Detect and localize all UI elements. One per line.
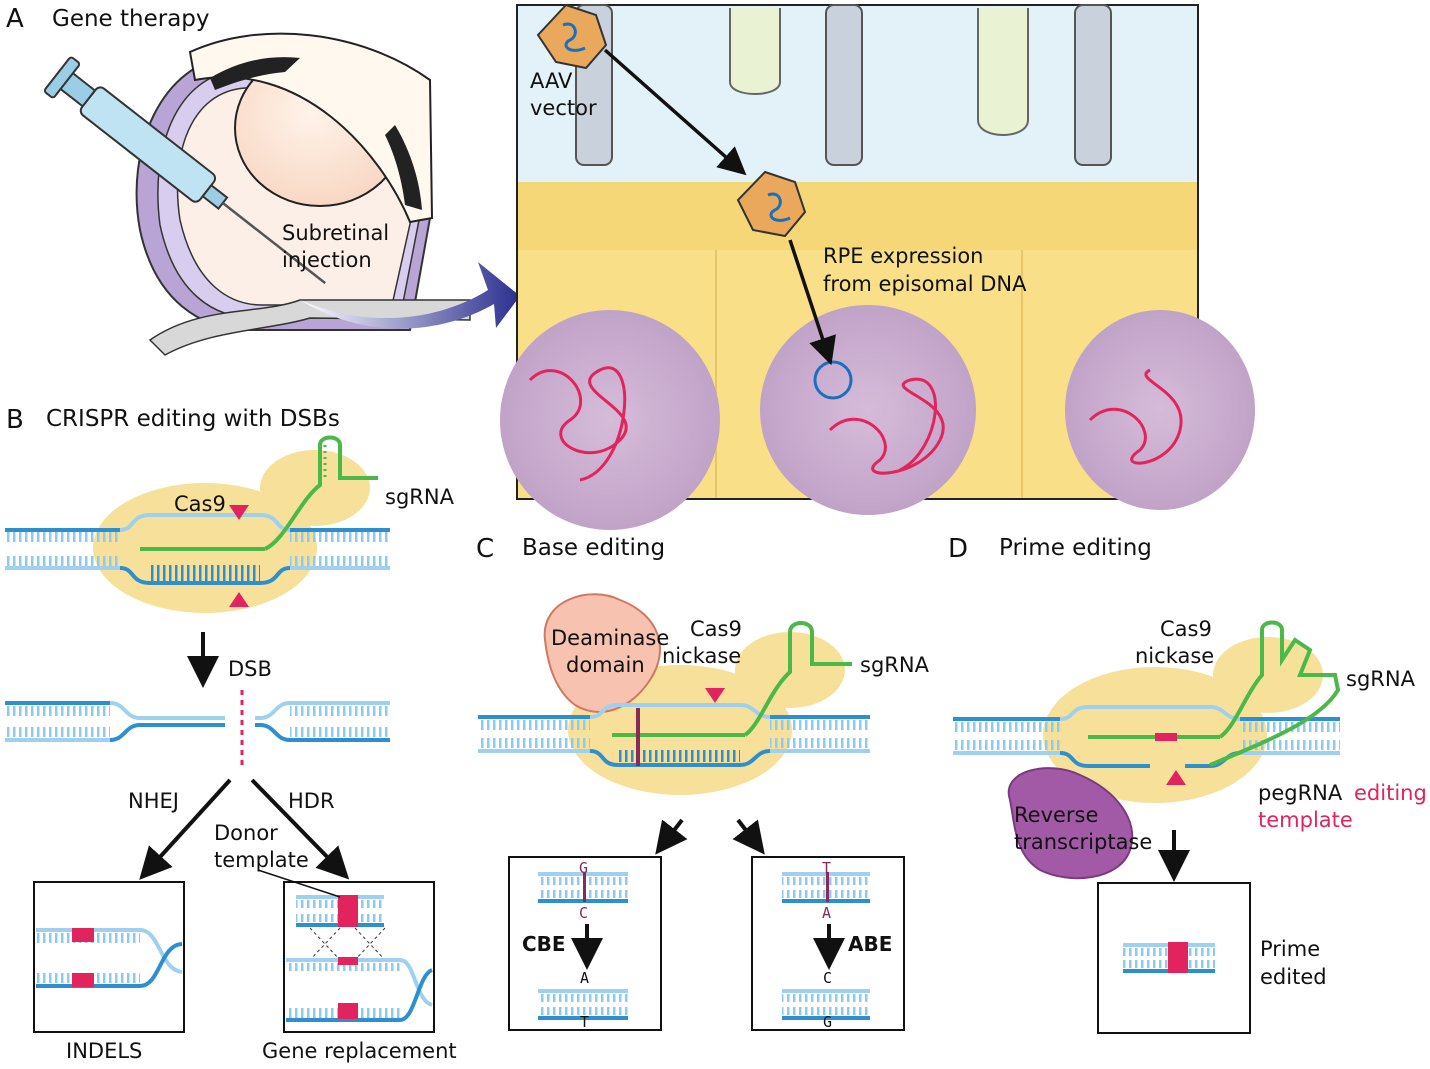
abe-base-top-1: T [822,859,831,877]
abe-base-bottom-2: G [823,1013,832,1031]
nick-site-marker-d [1166,770,1186,785]
panel-d: D Prime editing Cas9 nickase sgRNA Rever… [948,534,1427,1034]
nick-site-marker [705,688,725,703]
retina-zoom-box [500,3,1255,530]
cbe-base-top-1: G [579,859,588,877]
deaminase-domain [543,593,661,713]
panel-d-letter: D [948,534,968,564]
rt-label-1: Reverse [1014,803,1098,827]
panel-c-title: Base editing [522,535,665,561]
cas9-nickase-label-d-1: Cas9 [1160,617,1212,641]
panel-c-letter: C [476,534,494,564]
pegrna-label: pegRNA [1258,781,1343,805]
hdr-label: HDR [288,789,335,813]
sgrna-label-b: sgRNA [385,485,455,509]
editing-label: editing [1354,781,1427,805]
indels-label: INDELS [66,1039,142,1063]
indels-box [33,881,185,1033]
donor-label-1: Donor [214,821,278,845]
sgrna-label-d: sgRNA [1346,667,1416,691]
cut-site-marker [229,505,249,520]
panel-b-title: CRISPR editing with DSBs [46,406,340,432]
panel-d-title: Prime editing [999,535,1152,561]
injection-label-1: Subretinal [282,221,389,245]
cut-site-marker [229,592,249,607]
cas9-label-b: Cas9 [174,492,226,516]
prime-edited-label-2: edited [1260,965,1327,989]
donor-label-2: template [214,848,309,872]
abe-base-top-2: A [822,904,831,922]
panel-c: C Base editing Deaminase domain Cas9 nic… [476,534,930,1031]
dsb-label: DSB [228,657,272,681]
cas9-nickase-label-c-1: Cas9 [690,617,742,641]
abe-base-bottom-1: C [823,969,832,987]
panel-a-title: Gene therapy [52,6,210,32]
panel-b-letter: B [6,405,24,435]
rpe-label-2: from episomal DNA [823,272,1027,296]
abe-label: ABE [848,932,892,956]
panel-a-letter: A [6,4,24,34]
gene-replacement-label: Gene replacement [262,1039,457,1063]
cbe-label: CBE [522,932,566,956]
deaminase-label-2: domain [566,653,645,677]
rt-label-2: transcriptase [1014,830,1152,854]
eye-illustration [135,32,471,356]
deaminase-label-1: Deaminase [551,626,669,650]
syringe-icon [43,56,326,285]
rpe-label-1: RPE expression [823,244,983,268]
reverse-transcriptase [1007,767,1134,880]
nhej-label: NHEJ [128,789,179,813]
prime-edited-label-1: Prime [1260,937,1320,961]
cbe-base-bottom-1: A [580,969,589,987]
zoom-arrow [300,262,520,329]
aav-label-2: vector [530,96,597,120]
template-label: template [1258,808,1353,832]
panel-a: A Gene therapy Subretinal injection [6,3,1255,530]
sgrna-label-c: sgRNA [860,653,930,677]
injection-label-2: injection [282,248,372,272]
cas9-nickase-label-d-2: nickase [1135,644,1214,668]
aav-capsid-icon [536,3,608,70]
panel-b: B CRISPR editing with DSBs Cas9 sgRNA DS… [5,405,457,1063]
cas9-nickase-label-c-2: nickase [662,644,741,668]
aav-label-1: AAV [530,69,573,93]
cbe-base-bottom-2: T [580,1013,589,1031]
cbe-base-top-2: C [579,904,588,922]
